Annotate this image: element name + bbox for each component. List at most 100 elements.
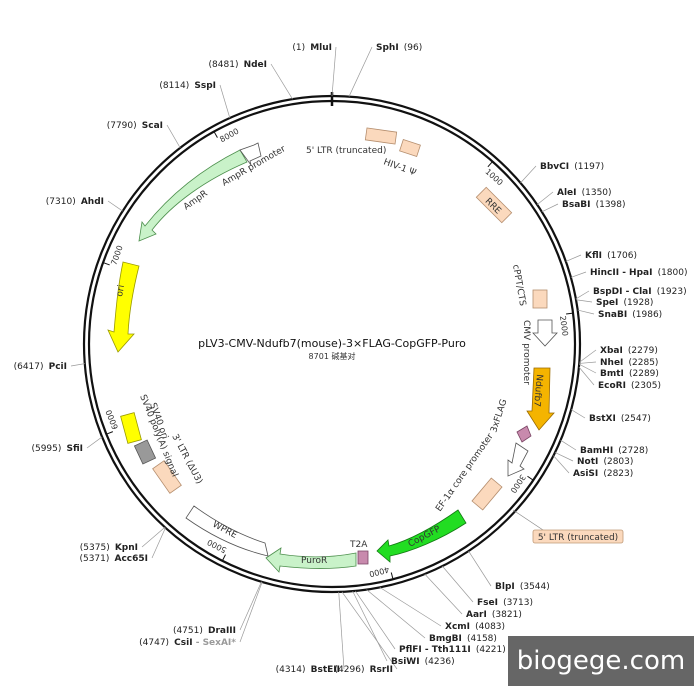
site-name: SspI (194, 81, 216, 91)
feature-sv40-polya[interactable] (120, 412, 142, 444)
restriction-site-label[interactable]: PflFI - Tth111I (4221) (399, 637, 506, 656)
tick-mark (487, 161, 493, 168)
restriction-site-label[interactable]: (4747) CsiI - SexAI* (139, 630, 236, 649)
tick-mark (102, 262, 110, 266)
feature-5ltr-top-label: 5' LTR (truncated) (306, 146, 386, 156)
restriction-site-label[interactable]: NotI (2803) (577, 449, 633, 468)
site-lines-layer (70, 46, 597, 670)
restriction-site-label[interactable]: BsiWI (4236) (391, 649, 455, 668)
feature-ampr-promoter[interactable] (239, 142, 262, 166)
feature-cmv-promoter[interactable] (532, 319, 558, 347)
feature-t2a[interactable] (357, 550, 369, 565)
feature-3xflag-label: 3xFLAG (489, 398, 509, 434)
tick-label: 8000 (218, 127, 240, 145)
restriction-site-label[interactable]: (5371) Acc65I (79, 546, 148, 565)
site-name: BmgBI (429, 634, 462, 644)
feature-cppt[interactable] (532, 289, 548, 309)
tick-mark (213, 131, 218, 138)
feature-5ltr-top[interactable] (364, 127, 398, 145)
restriction-site-label[interactable]: SnaBI (1986) (598, 302, 662, 321)
restriction-site-label[interactable]: (7310) AhdI (46, 189, 104, 208)
feature-puror[interactable] (265, 547, 357, 573)
site-leader-line (151, 527, 166, 559)
site-leader-line (366, 589, 426, 639)
tick-label: 2000 (558, 315, 570, 336)
restriction-site-label[interactable]: NheI (2285) (600, 350, 658, 369)
site-position: (4296) (335, 665, 365, 675)
site-leader-line (554, 452, 574, 462)
feature-wpre[interactable] (185, 505, 269, 557)
restriction-site-label[interactable]: SpeI (1928) (596, 290, 653, 309)
site-position: (4751) (173, 626, 203, 636)
restriction-site-label[interactable]: BmtI (2289) (600, 361, 659, 380)
site-position: (4236) (425, 657, 455, 667)
site-position: (4221) (476, 645, 506, 655)
restriction-site-label[interactable]: AsiSI (2823) (573, 461, 633, 480)
site-name: XbaI (600, 346, 623, 356)
restriction-site-label[interactable]: BstXI (2547) (589, 406, 651, 425)
feature-5ltr-bottom[interactable] (471, 477, 503, 511)
restriction-site-label[interactable]: EcoRI (2305) (598, 373, 661, 392)
feature-3xflag[interactable] (516, 425, 532, 443)
restriction-site-label[interactable]: BbvCI (1197) (540, 154, 604, 173)
feature-ampr[interactable] (138, 149, 248, 242)
restriction-site-label[interactable]: (4314) BstEII (276, 657, 340, 676)
feature-3ltr[interactable] (152, 460, 182, 494)
restriction-site-label[interactable]: (6417) PciI (14, 354, 67, 373)
feature-ndufb7[interactable] (526, 367, 555, 431)
restriction-site-label[interactable]: AleI (1350) (557, 180, 612, 199)
restriction-site-label[interactable]: (4296) RsrII (335, 657, 393, 676)
restriction-site-label[interactable]: (7790) ScaI (107, 113, 163, 132)
restriction-site-label[interactable]: HincII - HpaI (1800) (590, 260, 688, 279)
callout-box[interactable] (532, 529, 624, 544)
site-name: - SexAI* (193, 638, 237, 648)
restriction-site-label[interactable]: (5995) SfiI (31, 436, 83, 455)
restriction-site-label[interactable]: KflI (1706) (585, 243, 637, 262)
restriction-site-label[interactable]: (4751) DraIII (173, 618, 236, 637)
site-name: BlpI (495, 582, 515, 592)
site-leader-line (141, 527, 166, 548)
site-position: (3821) (492, 610, 522, 620)
site-position: (4083) (475, 622, 505, 632)
restriction-site-label[interactable]: XbaI (2279) (600, 338, 658, 357)
restriction-site-label[interactable]: (8481) NdeI (209, 52, 267, 71)
restriction-site-label[interactable]: BmgBI (4158) (429, 626, 497, 645)
site-position: (2547) (621, 414, 651, 424)
restriction-site-label[interactable]: BspDI - ClaI (1923) (593, 279, 687, 298)
site-position: (1928) (623, 298, 653, 308)
restriction-site-label[interactable]: (8114) SspI (159, 73, 216, 92)
restriction-site-label[interactable]: SphI (96) (376, 35, 422, 54)
restriction-site-label[interactable]: BsaBI (1398) (562, 192, 626, 211)
feature-hiv-psi[interactable] (399, 139, 421, 157)
feature-ndufb7-label: Ndufb7 (531, 374, 544, 408)
feature-sv40-ori[interactable] (133, 439, 157, 465)
restriction-site-label[interactable]: (5375) KpnI (80, 535, 138, 554)
site-name: KflI (585, 251, 602, 261)
site-position: (7790) (107, 121, 137, 131)
restriction-site-label[interactable]: (1) MluI (292, 35, 332, 54)
site-leader-line (442, 565, 474, 603)
site-position: (8114) (159, 81, 189, 91)
site-name: BsiWI (391, 657, 420, 667)
restriction-site-label[interactable]: XcmI (4083) (445, 614, 505, 633)
tick-mark (106, 431, 114, 435)
site-name: BmtI (600, 369, 624, 379)
restriction-site-label[interactable]: FseI (3713) (477, 590, 533, 609)
restriction-site-label[interactable]: BamHI (2728) (580, 438, 648, 457)
restriction-site-label[interactable]: AarI (3821) (466, 602, 522, 621)
site-name: CsiI (174, 638, 192, 648)
site-name: FseI (477, 598, 498, 608)
site-leader-line (579, 363, 597, 374)
feature-rre[interactable] (475, 186, 513, 224)
site-name: HincII - HpaI (590, 268, 652, 278)
feature-ori[interactable] (107, 261, 140, 353)
feature-copgfp[interactable] (376, 509, 467, 563)
feature-ef1a-promoter[interactable] (507, 442, 529, 477)
restriction-site-label[interactable]: BlpI (3544) (495, 574, 550, 593)
site-name: NdeI (244, 60, 267, 70)
site-leader-line (86, 436, 103, 449)
site-position: (1986) (632, 310, 662, 320)
site-name: AarI (466, 610, 487, 620)
site-position: (2305) (631, 381, 661, 391)
